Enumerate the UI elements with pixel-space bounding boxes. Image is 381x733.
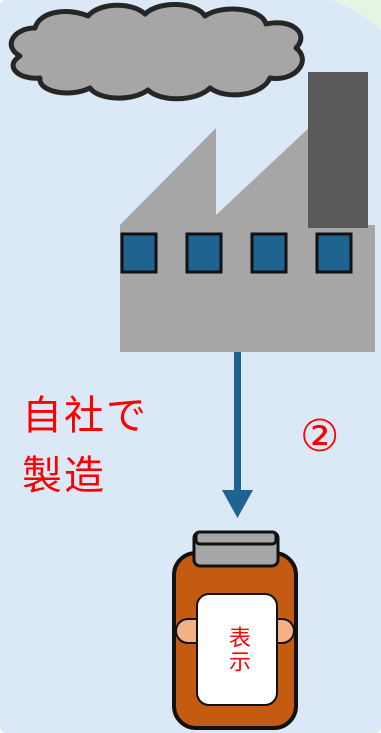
down-arrow-icon xyxy=(222,352,253,518)
process-label-line2: 製造 xyxy=(22,453,106,499)
jar-label-background xyxy=(196,593,278,706)
factory-chimney xyxy=(308,72,368,228)
factory-window xyxy=(315,232,353,274)
smoke-cloud-icon xyxy=(8,1,305,102)
factory-window xyxy=(185,232,223,274)
jar-label: 表示 xyxy=(198,596,276,704)
arrow-shaft xyxy=(234,352,241,492)
factory-window xyxy=(120,232,158,274)
process-label-line1: 自社で xyxy=(22,393,148,439)
factory-window xyxy=(250,232,288,274)
step-number: ② xyxy=(300,411,340,462)
jar-lid-top xyxy=(194,530,278,546)
arrow-head xyxy=(222,490,253,518)
factory-icon xyxy=(120,72,375,352)
jar-label-text: 表示 xyxy=(225,626,250,674)
corner-accent xyxy=(330,0,381,30)
supplement-jar-icon xyxy=(172,530,298,730)
